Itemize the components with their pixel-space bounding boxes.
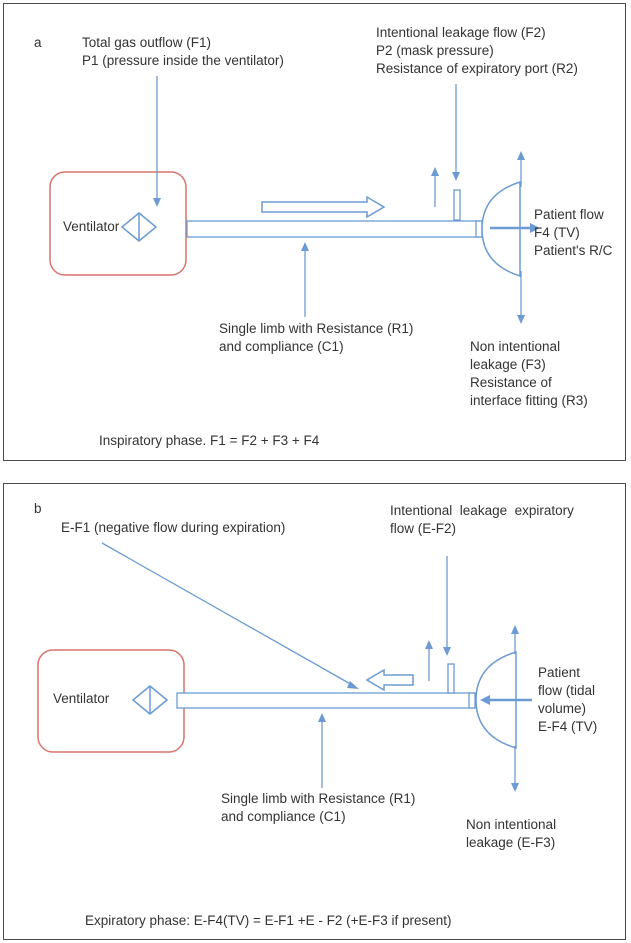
expiratory-equation: Expiratory phase: E-F4(TV) = E-F1 +E - F…: [85, 913, 452, 928]
single-limb-label: Single limb with Resistance (R1) and com…: [221, 791, 416, 824]
panel-b-expiratory: b E-F1 (negative flow during expiration)…: [3, 483, 626, 940]
non-intentional-leakage-label: Non intentional leakage (E-F3): [466, 817, 557, 850]
panel-b-letter: b: [34, 501, 42, 516]
panel-a-letter: a: [34, 35, 42, 50]
ventilator-label: Ventilator: [63, 219, 120, 234]
tube-connector: [468, 692, 476, 709]
diagram-b-graphics: [37, 542, 532, 792]
patient-flow-label: Patient flow F4 (TV) Patient's R/C: [534, 207, 613, 258]
diagram-a-graphics: [49, 76, 540, 324]
patient-flow-label: Patient flow (tidal volume) E-F4 (TV): [538, 665, 598, 734]
tube-connector: [475, 220, 483, 238]
expiratory-port: [447, 663, 455, 694]
total-gas-outflow-label: Total gas outflow (F1) P1 (pressure insi…: [82, 35, 284, 68]
single-limb-tube: [176, 692, 476, 709]
valve-diamond-icon: [131, 685, 169, 715]
inspiratory-flow-arrow: [261, 195, 386, 219]
expiratory-flow-arrow: [365, 668, 414, 692]
valve-diamond-icon: [120, 212, 158, 242]
single-limb-label: Single limb with Resistance (R1) and com…: [219, 321, 414, 354]
intentional-leakage-label: Intentional leakage flow (F2) P2 (mask p…: [376, 25, 578, 76]
negative-flow-label: E-F1 (negative flow during expiration): [61, 520, 286, 535]
expiratory-port: [453, 189, 461, 221]
non-intentional-leakage-label: Non intentional leakage (F3) Resistance …: [470, 339, 588, 408]
intentional-leakage-label: Intentional leakage expiratory flow (E-F…: [390, 503, 574, 536]
panel-a-inspiratory: a Total gas outflow (F1) P1 (pressure in…: [3, 3, 626, 461]
ventilator-label: Ventilator: [53, 691, 110, 706]
single-limb-tube: [186, 220, 483, 238]
ventilator-box: [49, 171, 187, 276]
inspiratory-equation: Inspiratory phase. F1 = F2 + F3 + F4: [99, 433, 320, 448]
